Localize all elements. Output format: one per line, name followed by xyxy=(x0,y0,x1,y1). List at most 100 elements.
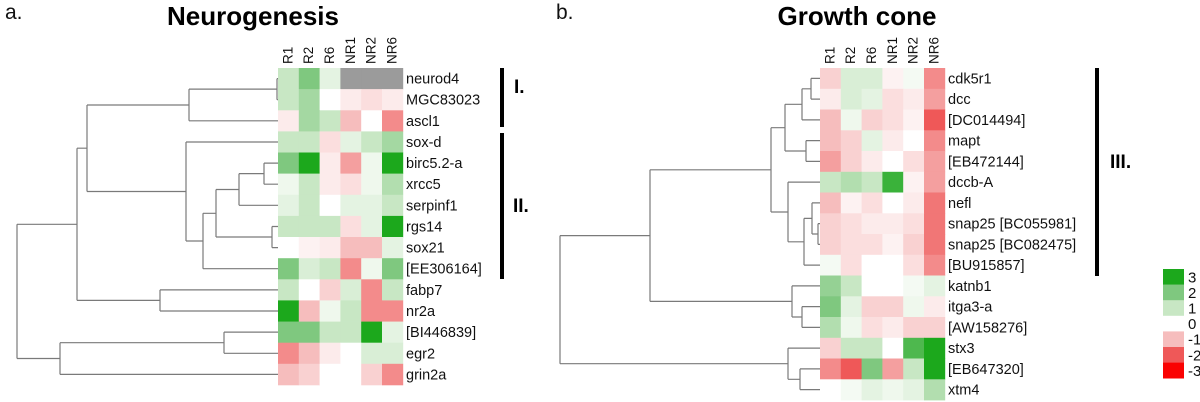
heatmap-cell xyxy=(298,89,320,111)
heatmap-cell xyxy=(840,151,862,173)
heatmap-cell xyxy=(340,363,362,386)
heatmap-cell xyxy=(861,68,883,90)
heatmap-cell xyxy=(861,296,883,318)
heatmap-cell xyxy=(903,88,925,110)
heatmap-cell xyxy=(840,317,862,339)
heatmap-cell xyxy=(298,152,320,174)
heatmap-cell xyxy=(319,194,341,217)
legend-swatch xyxy=(1163,362,1184,379)
group-label-I: I. xyxy=(514,77,525,98)
row-label: grin2a xyxy=(406,367,447,383)
heatmap-cell xyxy=(903,109,925,131)
heatmap-cell xyxy=(298,363,320,386)
heatmap-cell xyxy=(882,151,904,173)
heatmap-cell xyxy=(298,110,320,132)
heatmap-cell xyxy=(298,173,320,196)
row-label: fabp7 xyxy=(406,283,442,299)
heatmap-cell xyxy=(382,152,404,174)
legend-swatch xyxy=(1163,347,1184,363)
heatmap-cell xyxy=(278,237,300,259)
row-label: itga3-a xyxy=(948,300,993,316)
heatmap-cell xyxy=(924,337,946,359)
heatmap-cell xyxy=(861,254,883,276)
column-label: NR2 xyxy=(906,37,921,64)
heatmap-cell xyxy=(882,171,904,193)
heatmap-cell xyxy=(882,358,904,380)
row-label: dccb-A xyxy=(948,175,993,191)
legend-swatch xyxy=(1163,331,1184,348)
heatmap-cell xyxy=(361,215,383,238)
heatmap-cell xyxy=(820,130,842,152)
heatmap-cell xyxy=(924,151,946,173)
heatmap-cell xyxy=(840,130,862,152)
heatmap-cell xyxy=(861,88,883,110)
heatmap-cell xyxy=(278,363,300,386)
heatmap-cell xyxy=(861,192,883,214)
heatmap-cell xyxy=(382,215,404,238)
heatmap-cell xyxy=(382,342,404,365)
heatmap-cell xyxy=(278,89,300,111)
heatmap-cell xyxy=(382,237,404,259)
heatmap-cell xyxy=(820,296,842,318)
heatmap-cell xyxy=(840,379,862,401)
heatmap-cell xyxy=(861,358,883,380)
row-label: cdk5r1 xyxy=(948,71,992,87)
heatmap-cell xyxy=(820,109,842,131)
heatmap-cell xyxy=(903,317,925,339)
row-label: dcc xyxy=(948,92,971,108)
heatmap-cell xyxy=(882,317,904,339)
heatmap-cell xyxy=(340,237,362,259)
heatmap-cell xyxy=(340,215,362,238)
heatmap-cell xyxy=(298,321,320,344)
heatmap-cell xyxy=(840,213,862,235)
heatmap-cell xyxy=(319,300,341,322)
group-label-II: II. xyxy=(513,196,529,217)
heatmap-cell xyxy=(319,89,341,111)
heatmap-cell xyxy=(903,130,925,152)
row-label: serpinf1 xyxy=(406,198,458,214)
heatmap-cell xyxy=(903,171,925,193)
heatmap-cell xyxy=(820,88,842,110)
heatmap-cell xyxy=(382,110,404,132)
column-label: R6 xyxy=(322,47,337,64)
heatmap-cell xyxy=(840,234,862,256)
legend-label: -2 xyxy=(1188,347,1200,364)
legend-label: 2 xyxy=(1188,285,1196,302)
row-label: [BU915857] xyxy=(948,258,1025,274)
heatmap-cell xyxy=(903,275,925,297)
legend-label: 1 xyxy=(1188,301,1196,318)
heatmap-cell xyxy=(882,109,904,131)
heatmap-cell xyxy=(882,296,904,318)
heatmap-cell xyxy=(903,337,925,359)
heatmap-cell xyxy=(382,89,404,111)
column-label: NR2 xyxy=(364,37,379,64)
heatmap-cell xyxy=(319,321,341,344)
row-label: birc5.2-a xyxy=(406,156,463,172)
row-label: egr2 xyxy=(406,346,435,362)
heatmap-cell xyxy=(361,110,383,132)
heatmap-cell xyxy=(361,173,383,196)
heatmap-cell xyxy=(298,68,320,90)
heatmap-cell xyxy=(861,337,883,359)
heatmap-cell xyxy=(820,337,842,359)
heatmap-cell xyxy=(340,152,362,174)
heatmap-cell xyxy=(882,88,904,110)
heatmap-cell xyxy=(278,279,300,301)
heatmap-cell xyxy=(278,342,300,365)
heatmap-cell xyxy=(340,258,362,280)
dendrogram xyxy=(559,77,820,391)
row-label: snap25 [BC082475] xyxy=(948,237,1076,253)
heatmap-cell xyxy=(903,192,925,214)
heatmap-cell xyxy=(278,152,300,174)
heatmap-cell xyxy=(903,379,925,401)
heatmap-cell xyxy=(319,131,341,153)
row-label: [AW158276] xyxy=(948,320,1027,336)
row-label: [EB472144] xyxy=(948,154,1024,170)
row-label: snap25 [BC055981] xyxy=(948,217,1076,233)
heatmap-cell xyxy=(820,151,842,173)
heatmap-cell xyxy=(278,215,300,238)
heatmap-cell xyxy=(882,130,904,152)
heatmap-cell xyxy=(319,152,341,174)
heatmap-cell xyxy=(820,275,842,297)
heatmap-cell xyxy=(903,296,925,318)
